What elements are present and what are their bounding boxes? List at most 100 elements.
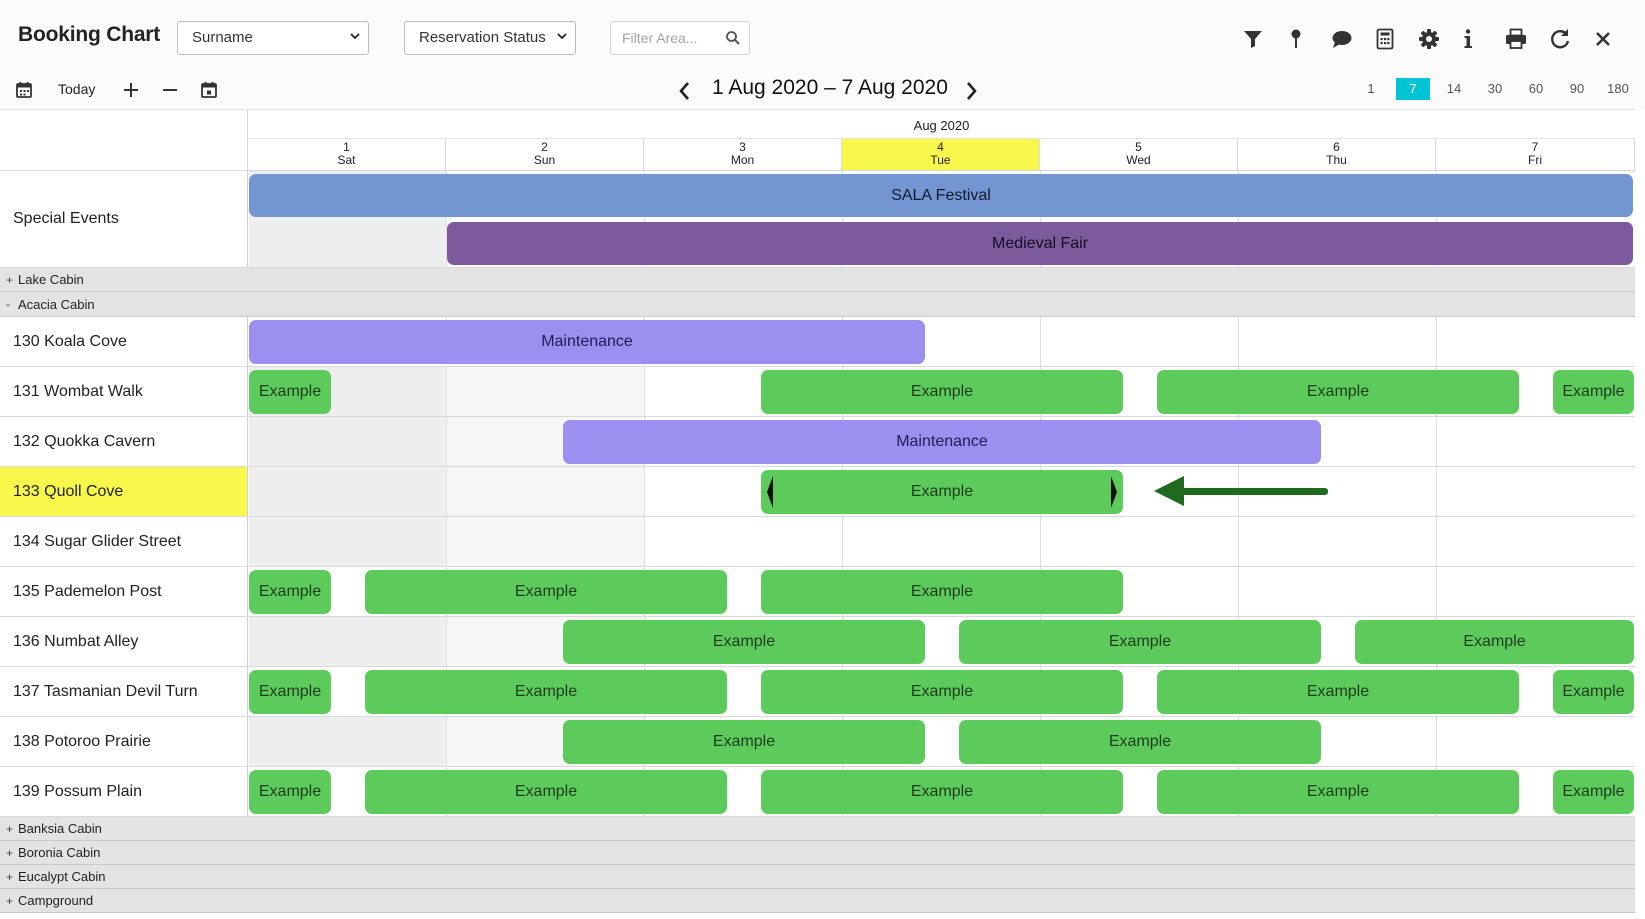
filter-placeholder: Filter Area...: [622, 30, 698, 46]
grid-line: [1238, 517, 1239, 566]
today-button[interactable]: Today: [58, 81, 96, 97]
status-select-value: Reservation Status: [419, 29, 546, 46]
zoom-option-60[interactable]: 60: [1528, 81, 1544, 96]
booking-bar[interactable]: Example: [1553, 370, 1634, 414]
booking-bar-selected[interactable]: Example: [761, 470, 1123, 514]
event-sala-festival[interactable]: SALA Festival: [249, 174, 1633, 217]
filter-area-input[interactable]: Filter Area...: [610, 21, 750, 55]
expand-toggle-icon[interactable]: +: [6, 821, 14, 836]
booking-bar[interactable]: Example: [959, 620, 1321, 664]
room-label[interactable]: 139 Possum Plain: [0, 767, 248, 816]
info-icon[interactable]: [1456, 27, 1480, 51]
zoom-out-minus-icon[interactable]: [160, 80, 180, 100]
sort-select[interactable]: Surname: [177, 21, 369, 55]
booking-bar[interactable]: Example: [365, 570, 727, 614]
booking-bar[interactable]: Example: [761, 370, 1123, 414]
booking-bar[interactable]: Example: [1553, 770, 1634, 814]
expand-toggle-icon[interactable]: +: [6, 845, 14, 860]
group-label: Eucalypt Cabin: [18, 869, 106, 884]
booking-bar[interactable]: Example: [365, 770, 727, 814]
date-nav-bar: Today 1 Aug 2020 – 7 Aug 2020 1 7 14 30 …: [0, 72, 1645, 109]
group-banksia-cabin[interactable]: + Banksia Cabin: [0, 817, 1635, 841]
room-label-highlighted[interactable]: 133 Quoll Cove: [0, 467, 248, 516]
collapse-toggle-icon[interactable]: -: [6, 297, 10, 311]
resize-handle-left-icon[interactable]: [767, 476, 774, 508]
zoom-option-14[interactable]: 14: [1446, 81, 1462, 96]
grid-line: [1436, 171, 1437, 267]
room-label[interactable]: 136 Numbat Alley: [0, 617, 248, 666]
booking-bar[interactable]: Example: [249, 770, 331, 814]
zoom-option-7[interactable]: 7: [1396, 78, 1430, 100]
zoom-in-plus-icon[interactable]: [121, 80, 141, 100]
go-to-date-icon[interactable]: [199, 80, 219, 100]
previous-range-arrow-icon[interactable]: [675, 80, 695, 102]
close-icon[interactable]: [1591, 27, 1615, 51]
booking-bar[interactable]: Example: [1157, 770, 1519, 814]
filter-icon[interactable]: [1241, 27, 1265, 51]
event-medieval-fair[interactable]: Medieval Fair: [447, 222, 1633, 265]
grid-line: [1238, 317, 1239, 366]
maintenance-block[interactable]: Maintenance: [563, 420, 1321, 464]
unavailable-cell: [447, 367, 644, 416]
booking-bar[interactable]: Example: [761, 770, 1123, 814]
expand-toggle-icon[interactable]: +: [6, 272, 14, 287]
room-label[interactable]: 131 Wombat Walk: [0, 367, 248, 416]
comment-icon[interactable]: [1330, 27, 1354, 51]
booking-bar[interactable]: Example: [1355, 620, 1634, 664]
booking-bar[interactable]: Example: [563, 720, 925, 764]
calendar-icon[interactable]: [14, 80, 34, 100]
booking-bar[interactable]: Example: [563, 620, 925, 664]
header-corner: [0, 109, 248, 170]
booking-bar[interactable]: Example: [365, 670, 727, 714]
group-boronia-cabin[interactable]: + Boronia Cabin: [0, 841, 1635, 865]
group-acacia-cabin[interactable]: - Acacia Cabin: [0, 292, 1635, 317]
search-icon[interactable]: [725, 30, 741, 46]
zoom-option-1[interactable]: 1: [1367, 81, 1375, 96]
refresh-icon[interactable]: [1548, 27, 1572, 51]
day-of-week: Sun: [533, 153, 556, 167]
booking-bar[interactable]: Example: [761, 570, 1123, 614]
room-label[interactable]: 137 Tasmanian Devil Turn: [0, 667, 248, 716]
room-label[interactable]: 132 Quokka Cavern: [0, 417, 248, 466]
grid-line: [644, 517, 645, 566]
booking-bar[interactable]: Example: [249, 670, 331, 714]
room-label[interactable]: 138 Potoroo Prairie: [0, 717, 248, 766]
reservation-status-select[interactable]: Reservation Status: [404, 21, 576, 55]
expand-toggle-icon[interactable]: +: [6, 893, 14, 908]
maintenance-block[interactable]: Maintenance: [249, 320, 925, 364]
booking-bar[interactable]: Example: [249, 570, 331, 614]
map-pin-icon[interactable]: [1284, 27, 1308, 51]
booking-bar[interactable]: Example: [249, 370, 331, 414]
group-eucalypt-cabin[interactable]: + Eucalypt Cabin: [0, 865, 1635, 889]
booking-bar[interactable]: Example: [1157, 370, 1519, 414]
gear-icon[interactable]: [1417, 27, 1441, 51]
zoom-option-30[interactable]: 30: [1487, 81, 1503, 96]
room-label[interactable]: 135 Pademelon Post: [0, 567, 248, 616]
group-label: Acacia Cabin: [18, 296, 95, 312]
booking-bar[interactable]: Example: [959, 720, 1321, 764]
day-number: 2: [541, 140, 548, 154]
group-lake-cabin[interactable]: + Lake Cabin: [0, 268, 1635, 292]
booking-bar[interactable]: Example: [1157, 670, 1519, 714]
special-events-label: Special Events: [0, 171, 248, 267]
room-label[interactable]: 130 Koala Cove: [0, 317, 248, 366]
print-icon[interactable]: [1504, 27, 1528, 51]
group-campground[interactable]: + Campground: [0, 889, 1635, 913]
next-range-arrow-icon[interactable]: [961, 80, 981, 102]
room-label[interactable]: 134 Sugar Glider Street: [0, 517, 248, 566]
calculator-icon[interactable]: [1373, 27, 1397, 51]
zoom-option-90[interactable]: 90: [1569, 81, 1585, 96]
chevron-down-icon: [350, 33, 360, 40]
booking-bar[interactable]: Example: [761, 670, 1123, 714]
zoom-option-180[interactable]: 180: [1607, 81, 1629, 96]
expand-toggle-icon[interactable]: +: [6, 869, 14, 884]
resize-handle-right-icon[interactable]: [1110, 476, 1117, 508]
booking-bar[interactable]: Example: [1553, 670, 1634, 714]
